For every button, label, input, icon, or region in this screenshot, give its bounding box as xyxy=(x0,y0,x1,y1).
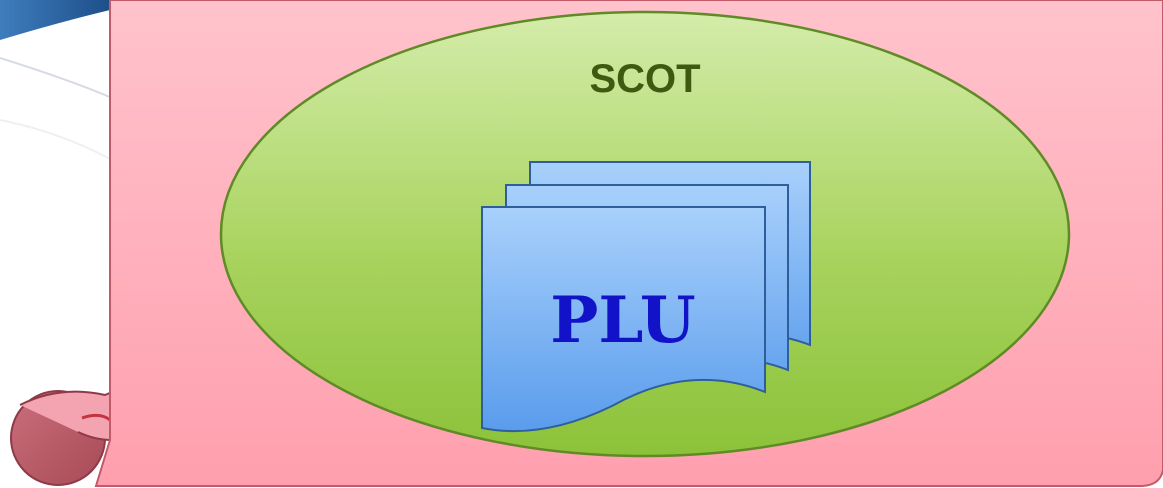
plu-label: PLU xyxy=(550,283,695,358)
background-curve xyxy=(0,57,113,99)
background-curve-faint xyxy=(0,119,113,161)
blue-banner-shape xyxy=(0,0,110,40)
scot-label: SCOT xyxy=(589,57,700,101)
background-decoration xyxy=(0,0,113,161)
document-front xyxy=(481,206,766,433)
plu-document-stack xyxy=(481,161,811,433)
scroll-curl xyxy=(10,390,113,486)
